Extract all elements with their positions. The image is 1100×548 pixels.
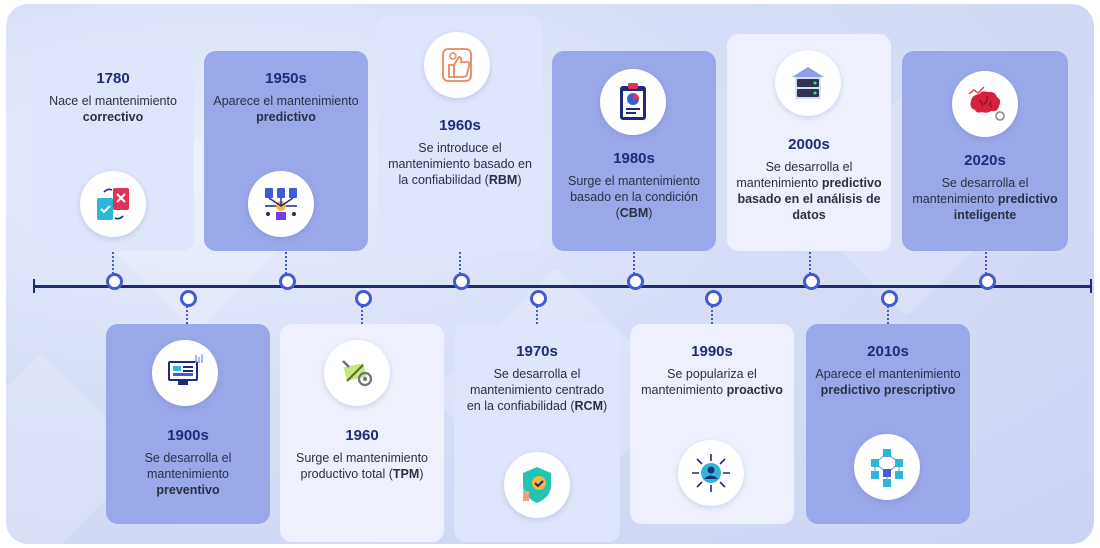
- connector: [536, 306, 538, 324]
- milestone-description: Se desarrolla el mantenimiento predictiv…: [736, 160, 882, 222]
- milestone-card-2010s: 2010s Aparece el mantenimiento predictiv…: [806, 324, 970, 524]
- clipboard-chart-icon: [600, 69, 666, 135]
- timeline-dot: [803, 273, 820, 290]
- neural-network-icon: [248, 171, 314, 237]
- milestone-year: 1950s: [265, 70, 307, 87]
- axis-end-cap: [1090, 279, 1092, 293]
- timeline-dot: [279, 273, 296, 290]
- shield-check-icon: [504, 452, 570, 518]
- connector: [985, 252, 987, 274]
- connector: [285, 252, 287, 274]
- milestone-description: Nace el mantenimiento correctivo: [49, 94, 177, 124]
- timeline-dot: [530, 290, 547, 307]
- timeline-dot: [979, 273, 996, 290]
- timeline-dot: [881, 290, 898, 307]
- brain-analytics-icon: [952, 71, 1018, 137]
- timeline-dot: [106, 273, 123, 290]
- milestone-card-2020s: 2020s Se desarrolla el mantenimiento pre…: [902, 51, 1068, 251]
- connector: [887, 306, 889, 324]
- connector: [809, 252, 811, 274]
- milestone-card-1970s: 1970s Se desarrolla el mantenimiento cen…: [454, 324, 620, 542]
- milestone-year: 2010s: [867, 343, 909, 360]
- milestone-year: 1960s: [439, 117, 481, 134]
- timeline-dot: [705, 290, 722, 307]
- connector: [633, 252, 635, 274]
- milestone-year: 1960: [345, 427, 379, 444]
- milestone-year: 1980s: [613, 150, 655, 167]
- gear-tools-icon: [324, 340, 390, 406]
- milestone-description: Se introduce el mantenimiento basado en …: [388, 141, 532, 187]
- milestone-year: 2020s: [964, 152, 1006, 169]
- milestone-year: 1900s: [167, 427, 209, 444]
- milestone-description: Se desarrolla el mantenimiento preventiv…: [144, 451, 232, 497]
- documents-icon: [80, 171, 146, 237]
- milestone-description: Se populariza el mantenimiento proactivo: [641, 367, 783, 397]
- milestone-card-1960: 1960 Surge el mantenimiento productivo t…: [280, 324, 444, 542]
- milestone-card-1900s: 1900s Se desarrolla el mantenimiento pre…: [106, 324, 270, 524]
- milestone-description: Se desarrolla el mantenimiento centrado …: [466, 367, 608, 413]
- milestone-year: 1970s: [516, 343, 558, 360]
- timeline-dot: [180, 290, 197, 307]
- milestone-description: Aparece el mantenimiento predictivo pres…: [815, 367, 961, 397]
- milestone-description: Surge el mantenimiento productivo total …: [295, 451, 429, 481]
- milestone-description: Surge el mantenimiento basado en la cond…: [567, 174, 701, 220]
- connector: [186, 306, 188, 324]
- connector: [361, 306, 363, 324]
- timeline-dot: [627, 273, 644, 290]
- thumbs-up-checklist-icon: [424, 32, 490, 98]
- milestone-year: 1780: [96, 70, 130, 87]
- milestone-description: Aparece el mantenimiento predictivo: [213, 94, 359, 124]
- timeline-dot: [453, 273, 470, 290]
- milestone-card-1980s: 1980s Surge el mantenimiento basado en l…: [552, 51, 716, 251]
- milestone-card-1780: 1780 Nace el mantenimiento correctivo: [32, 51, 194, 251]
- monitor-analytics-icon: [152, 340, 218, 406]
- milestone-year: 2000s: [788, 136, 830, 153]
- milestone-card-2000s: 2000s Se desarrolla el mantenimiento pre…: [727, 34, 891, 251]
- axis-start-cap: [33, 279, 35, 293]
- connector: [711, 306, 713, 324]
- milestone-description: Se desarrolla el mantenimiento predictiv…: [912, 176, 1058, 222]
- timeline-dot: [355, 290, 372, 307]
- server-icon: [775, 50, 841, 116]
- timeline-axis: [34, 285, 1092, 288]
- connector: [459, 252, 461, 274]
- milestone-card-1990s: 1990s Se populariza el mantenimiento pro…: [630, 324, 794, 524]
- milestone-card-1950s: 1950s Aparece el mantenimiento predictiv…: [204, 51, 368, 251]
- milestone-year: 1990s: [691, 343, 733, 360]
- network-nodes-icon: [854, 434, 920, 500]
- milestone-card-1960s: 1960s Se introduce el mantenimiento basa…: [378, 16, 542, 251]
- connector: [112, 252, 114, 274]
- person-network-icon: [678, 440, 744, 506]
